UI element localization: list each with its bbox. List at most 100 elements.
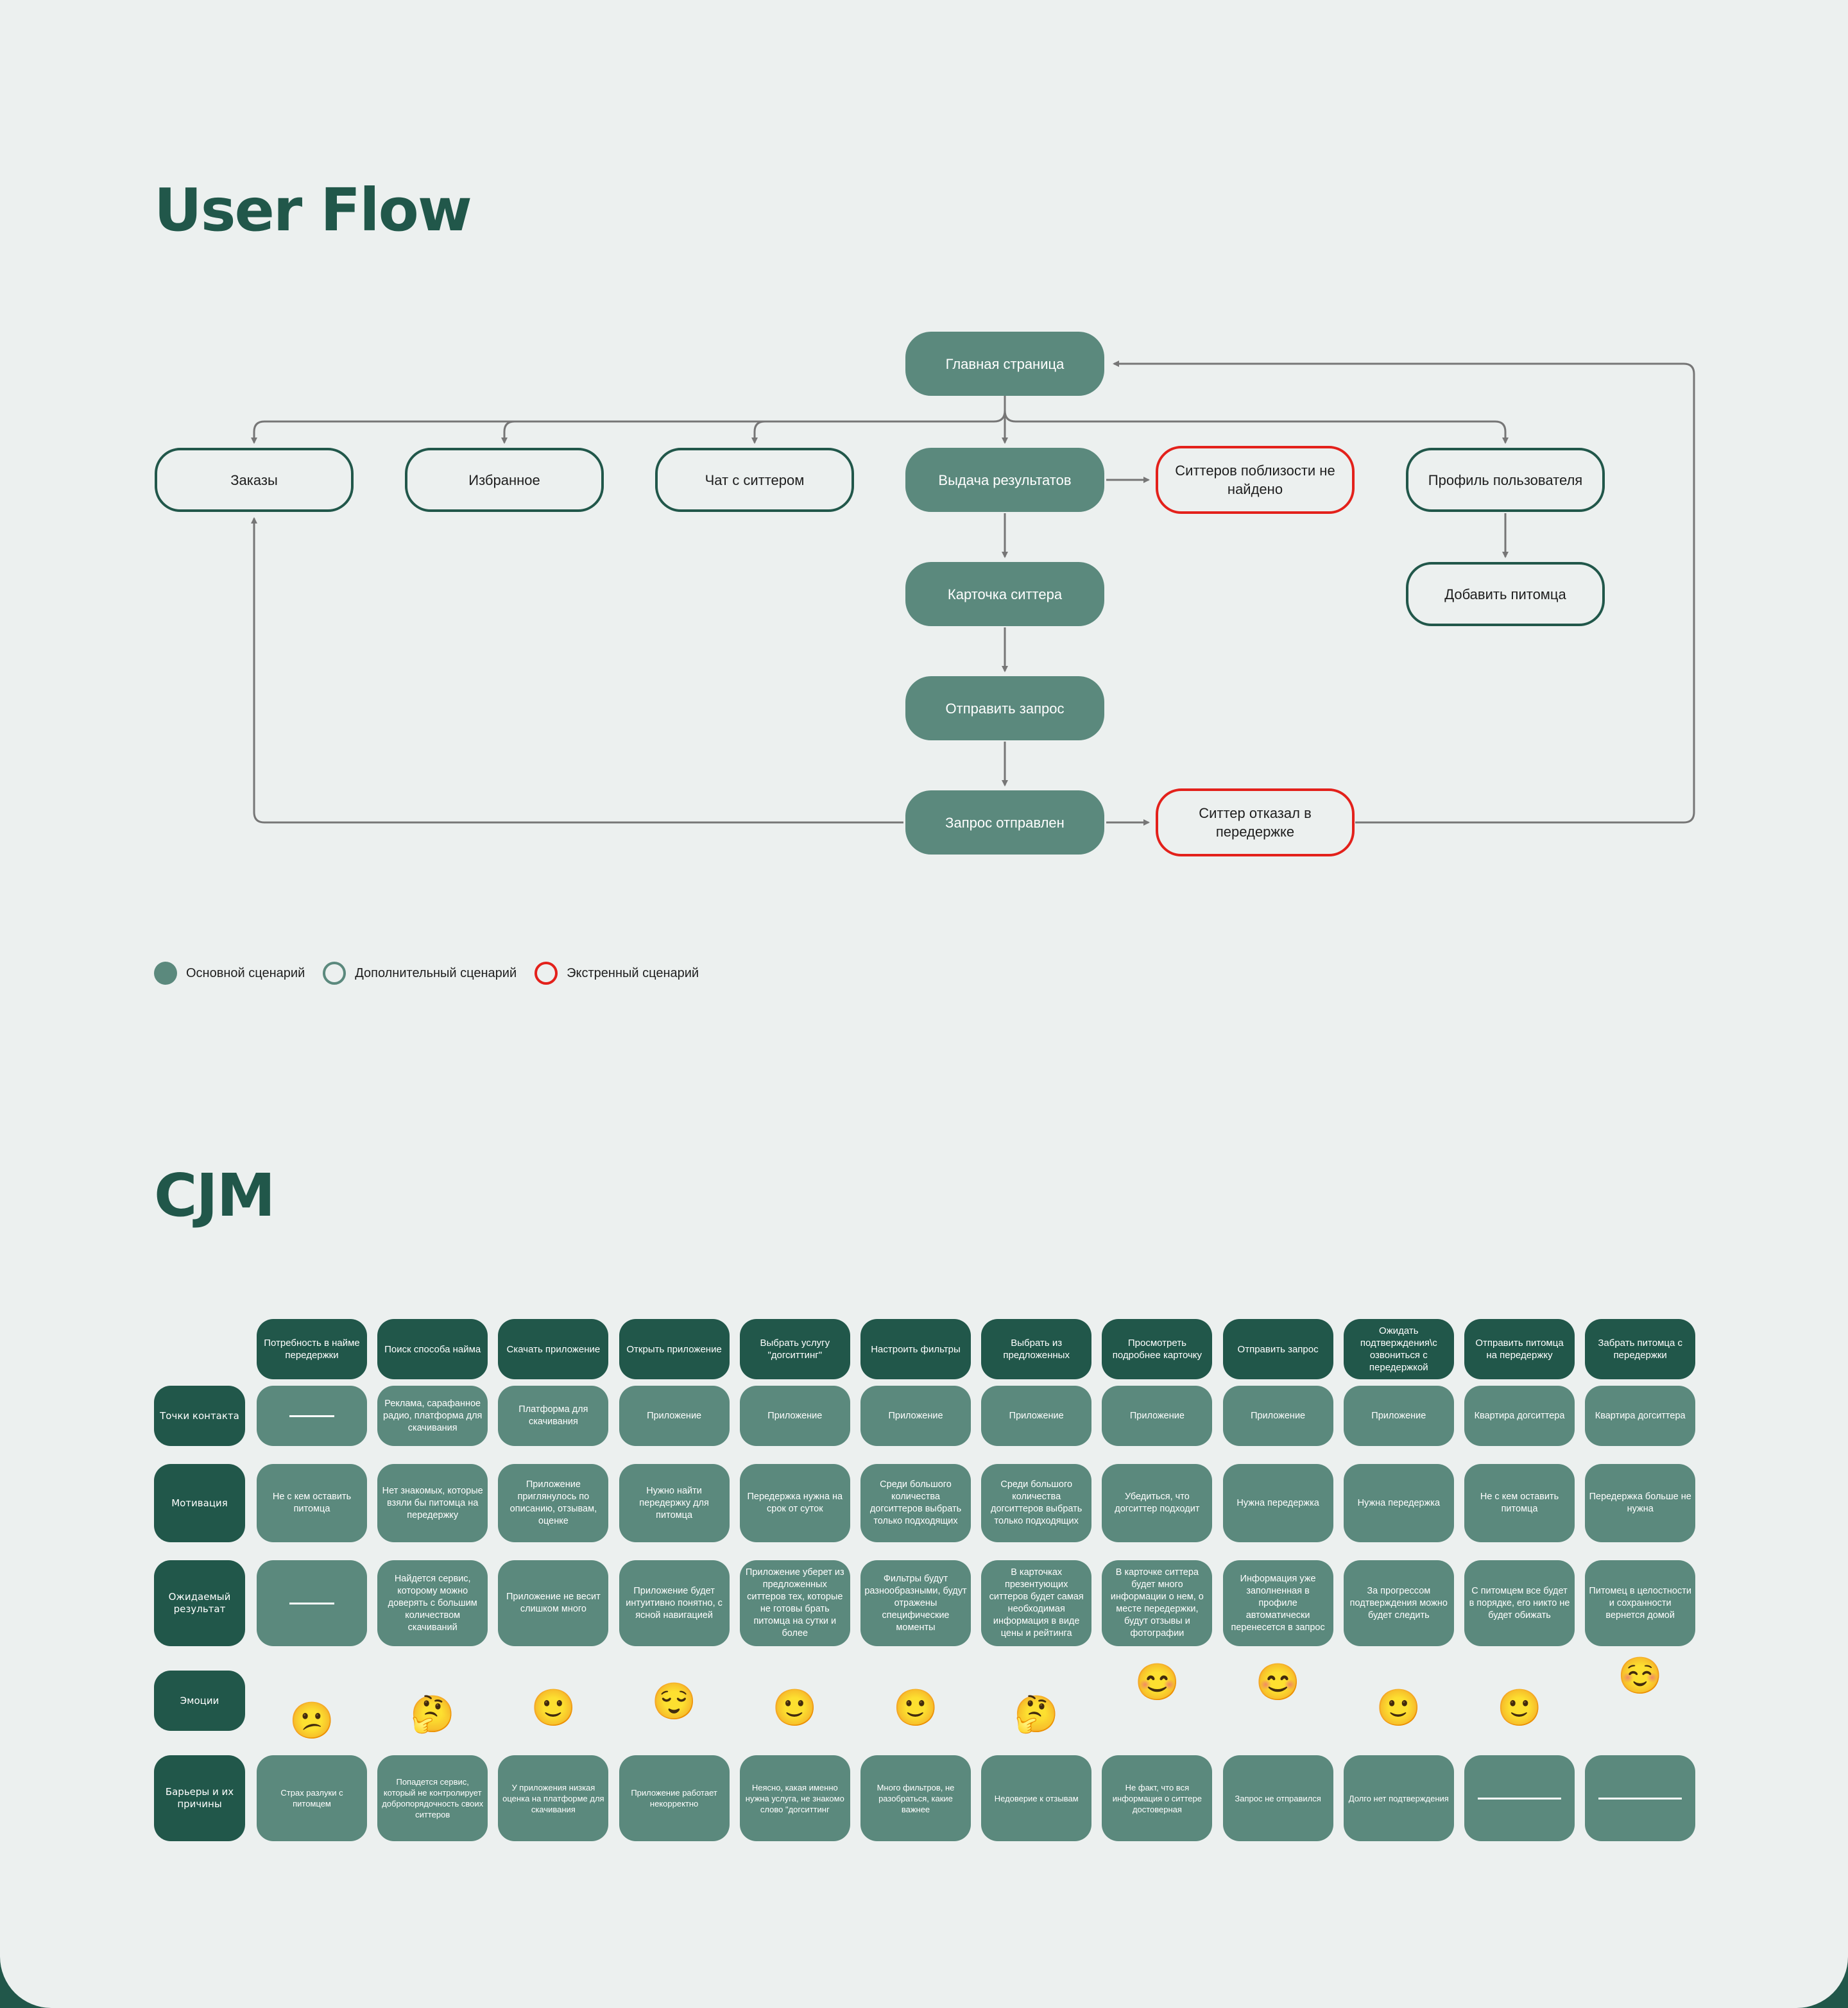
cell-text: Реклама, сарафанное радио, платформа для… <box>382 1398 483 1433</box>
empty-dash <box>289 1602 334 1604</box>
cell-text: Открыть приложение <box>626 1343 722 1355</box>
motivation-cell: Нет знакомых, которые взяли бы питомца н… <box>377 1464 488 1542</box>
node-request-sent[interactable]: Запрос отправлен <box>905 790 1104 855</box>
row-label-expected: Ожидаемый результат <box>154 1560 245 1646</box>
touchpoint-cell: Приложение <box>1222 1386 1333 1446</box>
barrier-cell: Приложение работает некорректно <box>619 1755 730 1841</box>
node-label: Ситтеров поблизости не найдено <box>1175 463 1335 497</box>
edge-home-profile <box>1004 410 1509 444</box>
cell-text: Ожидать подтверждения\с озвониться с пер… <box>1360 1325 1437 1373</box>
cell-text: Не факт, что вся информация о ситтере до… <box>1112 1782 1202 1814</box>
touchpoint-cell: Квартира догситтера <box>1585 1386 1696 1446</box>
barrier-cell <box>1464 1755 1575 1841</box>
cell-text: Попадется сервис, который не контролируе… <box>382 1777 484 1819</box>
cell-text: Долго нет подтверждения <box>1348 1793 1449 1803</box>
cell-text: Поиск способа найма <box>384 1343 481 1355</box>
touchpoint-cell: Квартира догситтера <box>1464 1386 1575 1446</box>
empty-dash <box>289 1415 334 1417</box>
smiling-face-with-smiling-eyes-icon: 😊 <box>1255 1662 1301 1702</box>
barrier-cell: Недоверие к отзывам <box>981 1755 1092 1841</box>
cjm-title: CJM <box>154 1161 275 1230</box>
node-sitter-refused[interactable]: Ситтер отказал в передержке <box>1156 788 1355 856</box>
cell-text: Приложение будет интуитивно понятно, с я… <box>626 1585 723 1621</box>
thinking-face-icon: 🤔 <box>410 1694 456 1734</box>
barrier-cell: Долго нет подтверждения <box>1343 1755 1454 1841</box>
touchpoint-cell: Приложение <box>1102 1386 1213 1446</box>
flow-connectors <box>251 361 1695 826</box>
legend-item-extra: Дополнительный сценарий <box>323 962 517 985</box>
barrier-cell: Попадется сервис, который не контролируе… <box>377 1755 488 1841</box>
cell-text: Приложение <box>647 1410 702 1421</box>
cell-text: Нужно найти передержку для питомца <box>639 1485 709 1520</box>
stage-header: Забрать питомца с передержки <box>1585 1319 1696 1379</box>
thinking-face-icon: 🤔 <box>1014 1694 1059 1734</box>
cell-text: За прогрессом подтверждения можно будет … <box>1349 1585 1448 1621</box>
cell-text: Потребность в найме передержки <box>264 1338 360 1361</box>
cell-text: Приложение не весит слишком много <box>506 1592 601 1614</box>
node-results[interactable]: Выдача результатов <box>905 448 1104 512</box>
node-add-pet[interactable]: Добавить питомца <box>1406 562 1605 626</box>
barrier-cell: У приложения низкая оценка на платформе … <box>498 1755 609 1841</box>
motivation-cell: Среди большого количества догситтеров вы… <box>981 1464 1092 1542</box>
stage-header: Потребность в найме передержки <box>257 1319 367 1379</box>
node-label: Добавить питомца <box>1444 586 1566 602</box>
node-label: Главная страница <box>945 355 1065 372</box>
cell-text: Приложение <box>767 1410 823 1421</box>
cell-text: Нужна передержка <box>1236 1497 1319 1508</box>
cell-text: Неясно, какая именно нужна услуга, не зн… <box>745 1782 844 1814</box>
cell-text: Среди большого количества догситтеров вы… <box>869 1479 962 1526</box>
cell-text: Фильтры будут разнообразными, будут отра… <box>864 1573 967 1633</box>
node-favorites[interactable]: Избранное <box>405 448 604 512</box>
barrier-cell <box>1585 1755 1696 1841</box>
slightly-smiling-face-icon: 🙂 <box>893 1687 938 1728</box>
legend-label: Основной сценарий <box>186 966 305 980</box>
emergency-scenario-swatch-icon <box>535 962 558 985</box>
cell-text: У приложения низкая оценка на платформе … <box>502 1782 604 1814</box>
motivation-cell: Не с кем оставить питомца <box>257 1464 367 1542</box>
edge-home-branch <box>251 396 1006 444</box>
node-chat[interactable]: Чат с ситтером <box>655 448 854 512</box>
expected-result-cell: Приложение не весит слишком много <box>498 1560 609 1646</box>
barrier-cell: Запрос не отправился <box>1222 1755 1333 1841</box>
confused-face-icon: 😕 <box>289 1700 334 1740</box>
cell-text: Информация уже заполненная в профиле авт… <box>1231 1573 1325 1633</box>
node-label: Избранное <box>468 472 540 488</box>
expected-result-cell: Найдется сервис, которому можно доверять… <box>377 1560 488 1646</box>
cell-text: Приложение приглянулось по описанию, отз… <box>509 1479 597 1526</box>
row-label-touchpoints: Точки контакта <box>154 1386 245 1446</box>
node-profile[interactable]: Профиль пользователя <box>1406 448 1605 512</box>
extra-scenario-swatch-icon <box>323 962 346 985</box>
cell-text: Приложение работает некорректно <box>631 1788 717 1808</box>
legend-label: Экстренный сценарий <box>567 966 699 980</box>
cell-text: Найдется сервис, которому можно доверять… <box>388 1573 477 1633</box>
motivation-cell: Приложение приглянулось по описанию, отз… <box>498 1464 609 1542</box>
cell-text: Выбрать из предложенных <box>1003 1338 1070 1361</box>
touchpoint-cell: Платформа для скачивания <box>498 1386 609 1446</box>
expected-result-cell: Информация уже заполненная в профиле авт… <box>1222 1560 1333 1646</box>
cell-text: Платформа для скачивания <box>518 1404 588 1427</box>
node-orders[interactable]: Заказы <box>155 448 354 512</box>
expected-result-cell: Приложение уберет из предложенных ситтер… <box>739 1560 850 1646</box>
stage-header: Ожидать подтверждения\с озвониться с пер… <box>1343 1319 1454 1379</box>
node-send-request[interactable]: Отправить запрос <box>905 676 1104 740</box>
node-not-found[interactable]: Ситтеров поблизости не найдено <box>1156 446 1355 514</box>
stage-header: Просмотреть подробнее карточку <box>1102 1319 1213 1379</box>
stage-header: Выбрать услугу "догситтинг" <box>739 1319 850 1379</box>
cell-text: Передержка больше не нужна <box>1589 1492 1691 1514</box>
node-home[interactable]: Главная страница <box>905 332 1104 396</box>
cell-text: Приложение <box>888 1410 943 1421</box>
row-label-emotions: Эмоции <box>154 1671 245 1731</box>
expected-result-cell: Фильтры будут разнообразными, будут отра… <box>860 1560 971 1646</box>
expected-result-cell: Питомец в целостности и сохранности верн… <box>1585 1560 1696 1646</box>
node-label: Карточка ситтера <box>947 586 1063 602</box>
cell-text: В карточке ситтера будет много информаци… <box>1110 1567 1204 1638</box>
barrier-cell: Страх разлуки с питомцем <box>257 1755 367 1841</box>
node-sitter-card[interactable]: Карточка ситтера <box>905 562 1104 626</box>
touchpoint-cell: Приложение <box>619 1386 730 1446</box>
cell-text: Питомец в целостности и сохранности верн… <box>1589 1585 1691 1621</box>
motivation-cell: Нужна передержка <box>1222 1464 1333 1542</box>
cell-text: Отправить питомца на передержку <box>1475 1338 1564 1361</box>
touchpoint-cell: Приложение <box>981 1386 1092 1446</box>
cell-text: Квартира догситтера <box>1595 1410 1686 1421</box>
node-label: Выдача результатов <box>938 472 1072 488</box>
